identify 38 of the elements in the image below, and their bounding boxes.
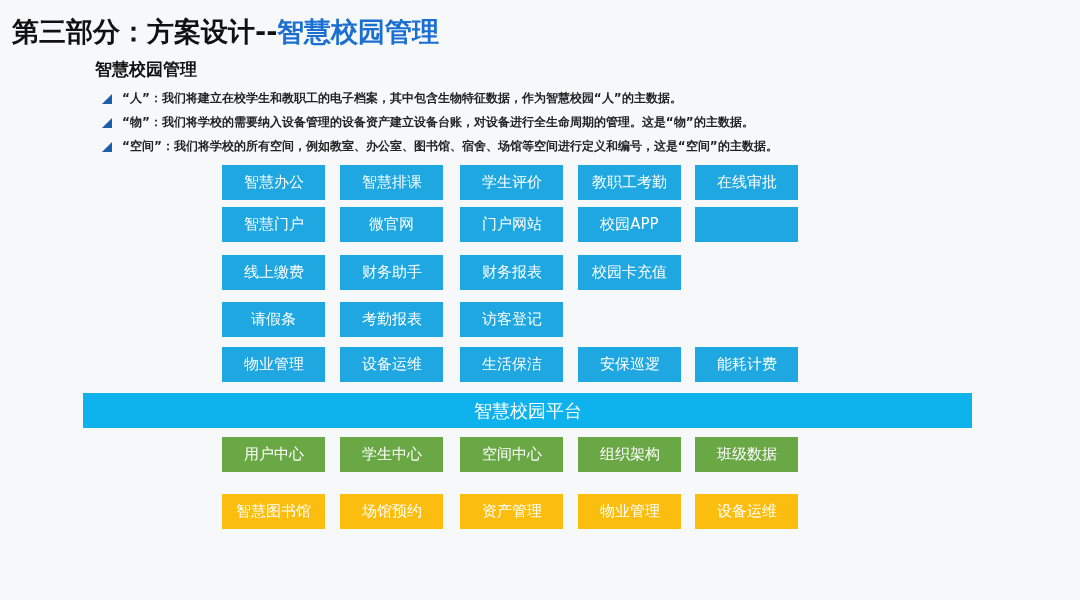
bullet-text: “人”：我们将建立在校学生和教职工的电子档案，其中包含生物特征数据，作为智慧校园“人”的主数据。: [122, 90, 682, 107]
module-box: 生活保洁: [460, 347, 563, 382]
module-box: 校园APP: [578, 207, 681, 242]
module-box: 智慧排课: [340, 165, 443, 200]
data-center-box: 用户中心: [222, 437, 325, 472]
module-box: 财务助手: [340, 255, 443, 290]
service-box: 资产管理: [460, 494, 563, 529]
module-box: 微官网: [340, 207, 443, 242]
module-box: 能耗计费: [695, 347, 798, 382]
module-box: 智慧门户: [222, 207, 325, 242]
module-box: 在线审批: [695, 165, 798, 200]
module-box: 物业管理: [222, 347, 325, 382]
service-box: 智慧图书馆: [222, 494, 325, 529]
service-box: 物业管理: [578, 494, 681, 529]
module-box: 请假条: [222, 302, 325, 337]
module-box: 学生评价: [460, 165, 563, 200]
module-box: 访客登记: [460, 302, 563, 337]
module-box: 智慧办公: [222, 165, 325, 200]
module-box: 校园卡充值: [578, 255, 681, 290]
service-box: 场馆预约: [340, 494, 443, 529]
module-box: 门户网站: [460, 207, 563, 242]
module-box: 线上缴费: [222, 255, 325, 290]
bullet-text: “空间”：我们将学校的所有空间，例如教室、办公室、图书馆、宿舍、场馆等空间进行定义和编号，这是“空间”的主数据。: [122, 138, 778, 155]
module-box: 设备运维: [340, 347, 443, 382]
section-heading: 智慧校园管理: [95, 58, 197, 81]
bullet-text: “物”：我们将学校的需要纳入设备管理的设备资产建立设备台账，对设备进行全生命周期的管理。这是“物”的主数据。: [122, 114, 754, 131]
module-box: 安保巡逻: [578, 347, 681, 382]
page-title: 第三部分：方案设计--智慧校园管理: [12, 15, 440, 49]
data-center-box: 班级数据: [695, 437, 798, 472]
data-center-box: 学生中心: [340, 437, 443, 472]
service-box: 设备运维: [695, 494, 798, 529]
data-center-box: 空间中心: [460, 437, 563, 472]
module-box: [695, 207, 798, 242]
platform-bar: 智慧校园平台: [83, 393, 972, 428]
module-box: 财务报表: [460, 255, 563, 290]
data-center-box: 组织架构: [578, 437, 681, 472]
module-box: 教职工考勤: [578, 165, 681, 200]
module-box: 考勤报表: [340, 302, 443, 337]
